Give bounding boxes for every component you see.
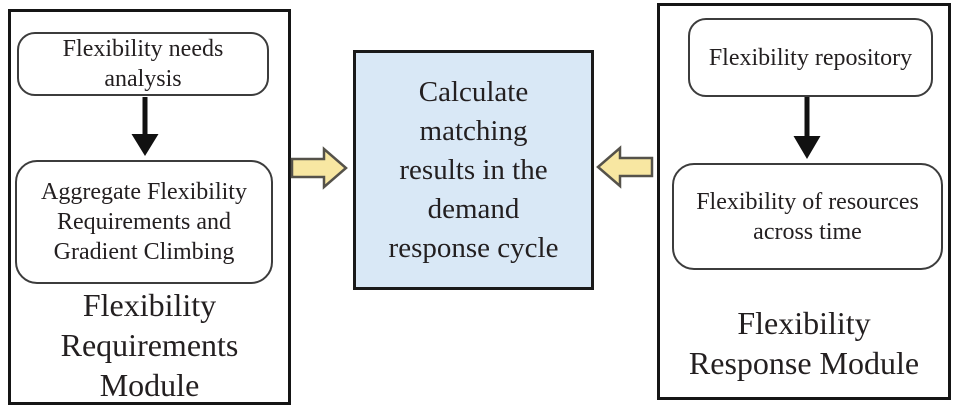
node-aggregate-flexibility: Aggregate Flexibility Requirements and G…	[15, 160, 273, 284]
node-flexibility-repository: Flexibility repository	[688, 18, 933, 97]
module-title-line: Requirements	[60, 327, 239, 363]
right-module-title: Flexibility Response Module	[660, 303, 948, 383]
calculate-matching-results-box: Calculate matching results in the demand…	[353, 50, 594, 290]
left-block-arrow-icon	[596, 145, 654, 189]
node-text-line: across time	[753, 218, 862, 245]
left-module-title: Flexibility Requirements Module	[11, 285, 288, 405]
node-text-line: Gradient Climbing	[53, 239, 235, 265]
down-arrow-icon	[131, 97, 159, 156]
flexibility-response-module: Flexibility repository Flexibility of re…	[657, 3, 951, 400]
node-text-line: Aggregate Flexibility	[41, 179, 247, 205]
flexibility-requirements-module: Flexibility needs analysis Aggregate Fle…	[8, 9, 291, 405]
node-text-line: Requirements and	[57, 209, 231, 235]
center-text-line: matching	[419, 114, 528, 147]
center-text-line: demand	[427, 192, 520, 225]
node-flexibility-of-resources: Flexibility of resources across time	[672, 163, 943, 270]
center-text-line: results in the	[399, 153, 548, 186]
center-text-line: response cycle	[388, 231, 559, 264]
right-block-arrow-icon	[290, 146, 348, 190]
node-text-line: Flexibility of resources	[696, 188, 919, 215]
node-text-line: Flexibility needs	[62, 36, 224, 62]
module-title-line: Flexibility	[82, 287, 217, 323]
down-arrow-icon	[793, 97, 821, 159]
node-flexibility-needs-analysis: Flexibility needs analysis	[17, 32, 269, 96]
module-title-line: Flexibility	[737, 305, 871, 341]
node-text-line: Flexibility repository	[708, 44, 913, 71]
module-title-line: Response Module	[688, 345, 920, 381]
node-text-line: analysis	[104, 66, 182, 92]
center-text-line: Calculate	[418, 75, 529, 108]
module-title-line: Module	[99, 367, 200, 403]
